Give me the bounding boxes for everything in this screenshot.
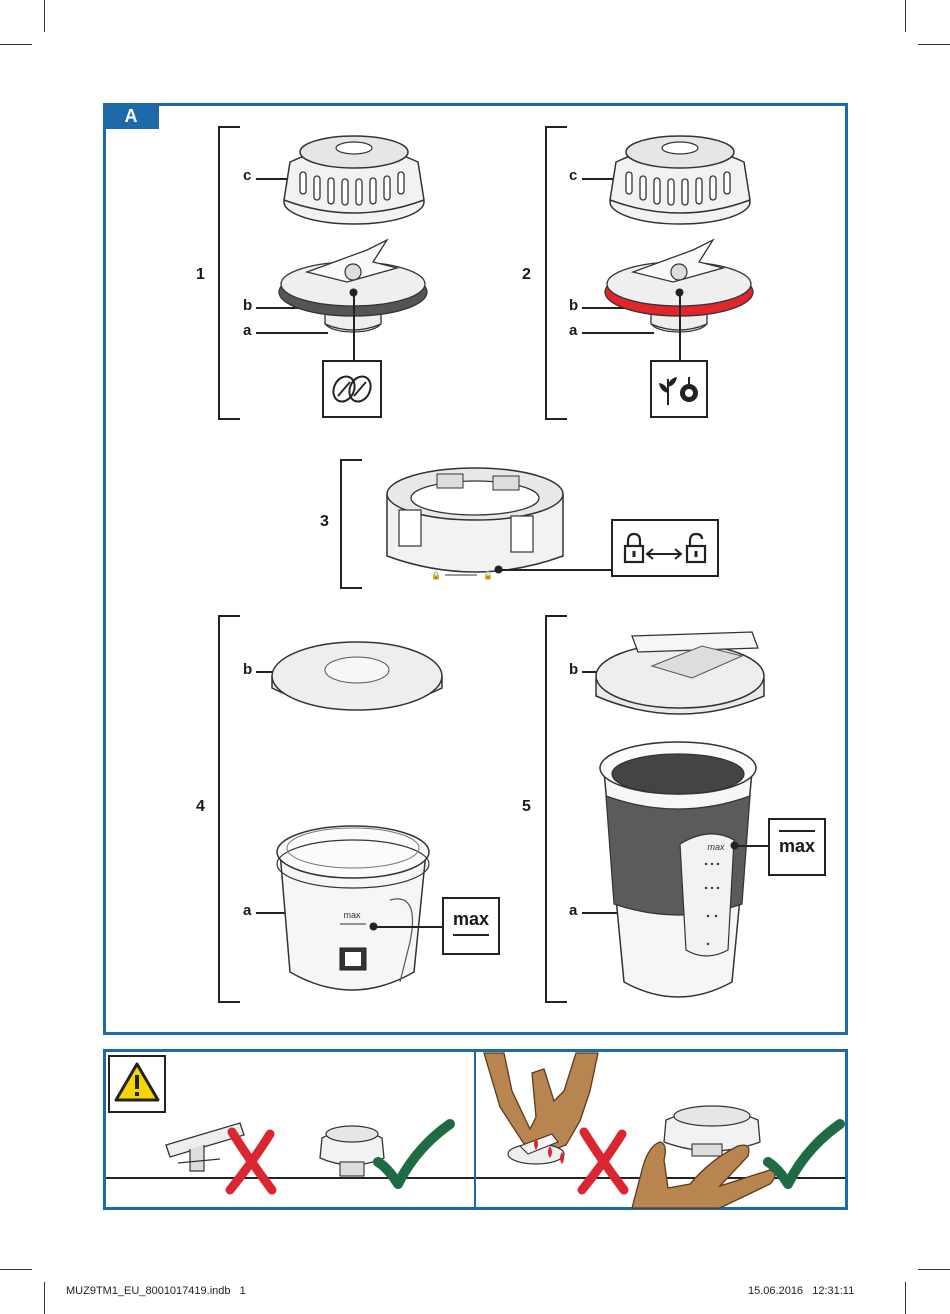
- svg-text:🔓: 🔓: [483, 570, 493, 580]
- small-bowl-image: max: [276, 825, 430, 991]
- leader-line: [373, 926, 443, 928]
- bowl-max-mark: max: [343, 910, 361, 920]
- max-fill-symbol: max: [768, 818, 826, 876]
- crop-mark: [44, 1282, 45, 1314]
- panel-a-tag: A: [103, 103, 159, 129]
- step-1-label-c: c: [243, 167, 252, 184]
- svg-text:🔒: 🔒: [431, 571, 441, 580]
- step-2-number: 2: [522, 266, 531, 283]
- leader-line: [582, 912, 628, 914]
- max-fill-symbol: max: [442, 897, 500, 955]
- cross-icon: [577, 1127, 629, 1195]
- leader-line: [256, 178, 290, 180]
- warning-box: [108, 1055, 166, 1113]
- hand-holding-strainer-image: [631, 1141, 776, 1209]
- strainer-held-image: [663, 1105, 761, 1157]
- step-4-number: 4: [196, 798, 205, 815]
- leader-line: [582, 178, 616, 180]
- leader-line: [582, 307, 628, 309]
- crop-mark: [905, 1282, 906, 1314]
- crop-mark: [44, 0, 45, 32]
- footer-file-name: MUZ9TM1_EU_8001017419.indb 1: [66, 1285, 246, 1297]
- ground-line-left: [106, 1177, 474, 1179]
- step-3-number: 3: [320, 513, 329, 530]
- check-icon: [373, 1119, 455, 1189]
- step-1-number: 1: [196, 266, 205, 283]
- herbs-onion-icon: [659, 377, 698, 405]
- leader-line: [256, 307, 302, 309]
- step-5-number: 5: [522, 798, 531, 815]
- warning-triangle-icon: [114, 1062, 160, 1102]
- bowl-lid-image: [271, 641, 443, 711]
- step-1-label-a: a: [243, 322, 252, 339]
- coffee-beans-icon: [332, 375, 372, 403]
- step-1-bracket: [218, 126, 240, 420]
- step-1-label-b: b: [243, 297, 253, 314]
- panel-a: [103, 103, 848, 1035]
- max-fill-bar: [779, 830, 815, 832]
- leader-dot: [675, 288, 684, 297]
- blade-unit-red-seal-image: [604, 238, 754, 333]
- coffee-beans-symbol: [322, 360, 382, 418]
- cross-icon: [225, 1127, 277, 1195]
- blade-unit-exposed-image: [507, 1133, 565, 1165]
- check-icon: [763, 1119, 845, 1189]
- leader-dot: [349, 288, 358, 297]
- blade-unit-grey-seal-image: [278, 238, 428, 333]
- step-5-label-b: b: [569, 661, 579, 678]
- strainer-basket-image: [609, 135, 751, 225]
- leader-line: [256, 332, 328, 334]
- leader-line: [582, 332, 654, 334]
- max-fill-bar: [453, 934, 489, 936]
- crop-mark: [905, 0, 906, 32]
- crop-mark: [918, 1269, 950, 1270]
- cup-max-mark: max: [707, 842, 725, 852]
- crop-mark: [0, 44, 32, 45]
- safety-divider: [474, 1049, 476, 1210]
- to-go-lid-image: [595, 631, 765, 715]
- crop-mark: [0, 1269, 32, 1270]
- crop-mark: [918, 44, 950, 45]
- step-2-label-c: c: [569, 167, 578, 184]
- step-5-bracket: [545, 615, 567, 1003]
- step-2-bracket: [545, 126, 567, 420]
- step-4-label-b: b: [243, 661, 253, 678]
- leader-line: [353, 292, 355, 360]
- leader-line: [256, 912, 302, 914]
- max-fill-label: max: [778, 836, 816, 856]
- step-2-label-b: b: [569, 297, 579, 314]
- strainer-basket-image: [283, 135, 425, 225]
- blade-unit-with-strainer-image: [319, 1125, 385, 1177]
- step-5-label-a: a: [569, 902, 578, 919]
- step-4-bracket: [218, 615, 240, 1003]
- footer-timestamp: 15.06.2016 12:31:11: [748, 1285, 855, 1297]
- lock-unlock-icon: [623, 532, 707, 564]
- leader-line: [679, 292, 681, 360]
- step-3-bracket: [340, 459, 362, 589]
- to-go-cup-image: max: [599, 741, 757, 998]
- step-2-label-a: a: [569, 322, 578, 339]
- leader-line: [734, 845, 770, 847]
- leader-line: [498, 569, 612, 571]
- step-4-label-a: a: [243, 902, 252, 919]
- blade-unit-unsecured-image: [165, 1122, 245, 1172]
- motor-coupling-ring-image: 🔒 🔓: [386, 467, 564, 580]
- lock-unlock-symbol: [611, 519, 719, 577]
- max-fill-label: max: [452, 909, 490, 929]
- leader-line: [256, 671, 284, 673]
- herbs-onion-symbol: [650, 360, 708, 418]
